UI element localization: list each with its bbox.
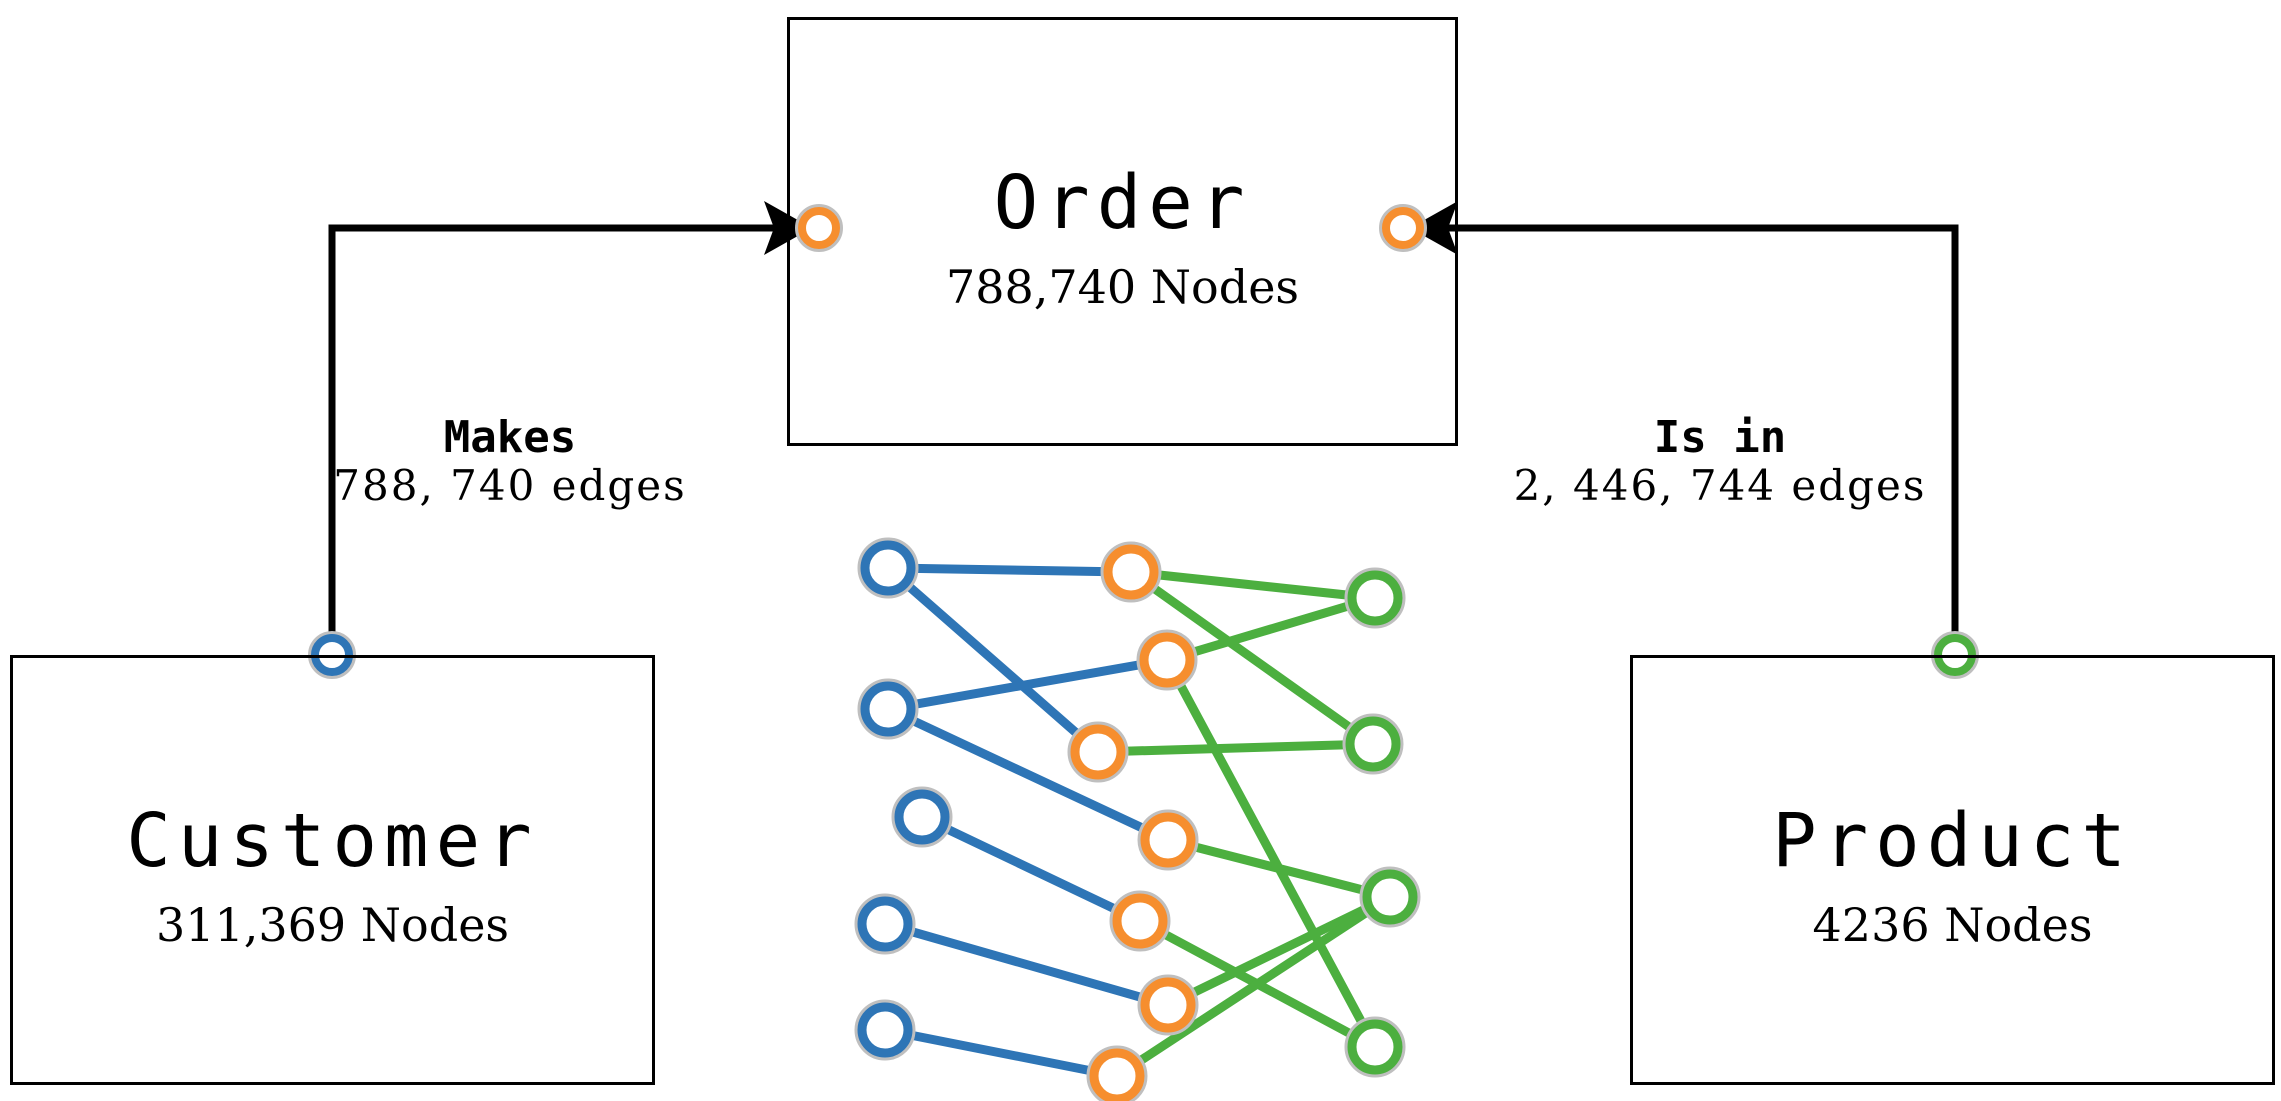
bipartite-edge-is-in <box>1151 570 1355 600</box>
bipartite-node-c4 <box>854 893 916 955</box>
bipartite-edge-makes <box>904 926 1149 1003</box>
bipartite-node-o2 <box>1136 629 1198 691</box>
entity-box-customer[interactable]: Customer 311,369 Nodes <box>10 655 655 1085</box>
entity-box-product[interactable]: Product 4236 Nodes <box>1630 655 2275 1085</box>
bipartite-edge-is-in <box>1118 740 1353 756</box>
bipartite-node-c1 <box>857 537 919 599</box>
connector-dot-order-left <box>795 204 843 252</box>
relationship-label-makes: Makes 788, 740 edges <box>230 412 790 510</box>
relationship-name-is-in: Is in <box>1653 412 1787 463</box>
bipartite-edge-makes <box>940 823 1122 915</box>
bipartite-edge-makes <box>906 715 1150 834</box>
bipartite-node-c2 <box>857 678 919 740</box>
bipartite-node-c3 <box>891 786 953 848</box>
relationship-count-makes: 788, 740 edges <box>333 460 687 510</box>
bipartite-node-o5 <box>1109 890 1171 952</box>
entity-count-order: 788,740 Nodes <box>945 260 1300 314</box>
bipartite-node-o3 <box>1067 721 1129 783</box>
connector-line-is-in-path <box>1416 224 1959 655</box>
entity-count-customer: 311,369 Nodes <box>155 898 510 952</box>
bipartite-node-p3 <box>1359 866 1421 928</box>
bipartite-edge-makes <box>908 563 1111 577</box>
connector-dot-order-right <box>1379 204 1427 252</box>
bipartite-edge-is-in <box>1146 581 1358 735</box>
bipartite-edge-is-in <box>1133 906 1374 1067</box>
bipartite-node-o4 <box>1137 809 1199 871</box>
entity-title-order: Order <box>993 160 1252 246</box>
bipartite-nodes <box>854 537 1421 1101</box>
bipartite-edge-makes <box>902 579 1084 741</box>
bipartite-edge-makes <box>905 1030 1097 1076</box>
entity-box-order[interactable]: Order 788,740 Nodes <box>787 17 1458 446</box>
bipartite-node-p1 <box>1344 567 1406 629</box>
bipartite-edge-is-in <box>1186 600 1356 658</box>
bipartite-edge-is-in <box>1187 841 1371 896</box>
bipartite-node-o1 <box>1100 541 1162 603</box>
relationship-count-is-in: 2, 446, 744 edges <box>1513 460 1927 510</box>
bipartite-edges <box>902 563 1374 1076</box>
relationship-name-makes: Makes <box>443 412 577 463</box>
entity-count-product: 4236 Nodes <box>1812 898 2093 952</box>
bipartite-node-c5 <box>854 999 916 1061</box>
bipartite-node-p2 <box>1342 713 1404 775</box>
bipartite-edge-is-in <box>1174 677 1368 1030</box>
bipartite-node-o6 <box>1137 974 1199 1036</box>
bipartite-node-o7 <box>1086 1045 1148 1101</box>
bipartite-edge-makes <box>908 659 1147 710</box>
entity-title-customer: Customer <box>126 798 539 884</box>
bipartite-edge-is-in <box>1185 903 1373 999</box>
arrowhead-is-in-path <box>1410 201 1458 255</box>
entity-title-product: Product <box>1772 798 2133 884</box>
relationship-label-is-in: Is in 2, 446, 744 edges <box>1420 412 2020 510</box>
connector-line-makes-path <box>328 224 800 655</box>
bipartite-node-p4 <box>1344 1016 1406 1078</box>
